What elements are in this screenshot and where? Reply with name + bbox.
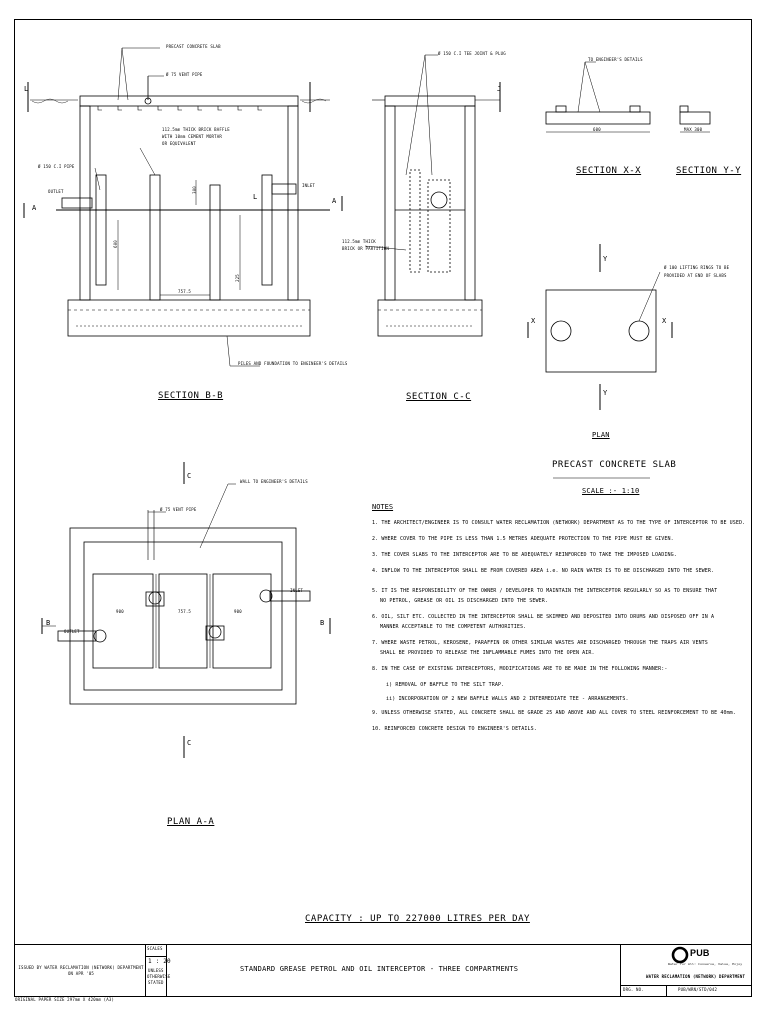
dim-plan-1: 900 bbox=[116, 609, 124, 614]
note-4: 4. INFLOW TO THE INTERCEPTOR SHALL BE FR… bbox=[372, 568, 715, 574]
note-6-cont: MANNER ACCEPTABLE TO THE COMPETENT AUTHO… bbox=[380, 624, 527, 630]
note-7-cont: SHALL BE PROVIDED TO RELEASE THE INFLAMM… bbox=[380, 650, 595, 656]
capacity-note: CAPACITY : UP TO 227000 LITRES PER DAY bbox=[305, 914, 530, 924]
mark-l-left: L bbox=[24, 85, 29, 93]
dim-757: 757.5 bbox=[178, 289, 192, 294]
mark-a-left: A bbox=[32, 204, 37, 212]
notes-block: NOTES 1. THE ARCHITECT/ENGINEER IS TO CO… bbox=[372, 503, 746, 742]
scales-note-3: STATED bbox=[148, 980, 164, 985]
mark-x-left: X bbox=[531, 317, 536, 325]
label-inlet-bb: INLET bbox=[302, 183, 316, 188]
label-brick-2: BRICK OR PARTITION bbox=[342, 246, 389, 251]
note-1: 1. THE ARCHITECT/ENGINEER IS TO CONSULT … bbox=[372, 520, 746, 526]
mark-x-right: X bbox=[662, 317, 667, 325]
section-xx-yy-drawing bbox=[545, 61, 711, 133]
dim-600: 600 bbox=[112, 240, 118, 248]
notes-heading: NOTES bbox=[372, 503, 394, 511]
section-bb-title: SECTION B-B bbox=[158, 391, 224, 401]
paper-size-footer: ORIGINAL PAPER SIZE 297mm X 420mm (A3) bbox=[15, 997, 115, 1002]
slab-plan-label: PLAN bbox=[592, 431, 610, 439]
label-baffle-3: OR EQUIVALENT bbox=[162, 141, 196, 146]
pub-logo-text: PUB bbox=[690, 948, 710, 958]
pub-logo-tagline: Water for All: Conserve, Value, Enjoy bbox=[668, 962, 743, 966]
note-6: 6. OIL, SILT ETC. COLLECTED IN THE INTER… bbox=[372, 614, 715, 620]
scales-note-2: OTHERWISE bbox=[147, 974, 171, 979]
mark-j: J bbox=[497, 85, 502, 93]
dim-225: 225 bbox=[234, 274, 240, 282]
note-5: 5. IT IS THE RESPONSIBILITY OF THE OWNER… bbox=[372, 588, 718, 594]
scales-value: 1 : 20 bbox=[148, 958, 171, 965]
department-name: WATER RECLAMATION (NETWORK) DEPARTMENT bbox=[646, 974, 746, 979]
slab-plan-drawing bbox=[527, 244, 673, 479]
issued-line-1: ISSUED BY WATER RECLAMATION (NETWORK) DE… bbox=[18, 965, 144, 970]
note-8-i: i) REMOVAL OF BAFFLE TO THE SILT TRAP. bbox=[386, 682, 505, 688]
mark-b-right: B bbox=[320, 619, 325, 627]
section-xx-title: SECTION X-X bbox=[576, 166, 642, 176]
mark-b-left: B bbox=[46, 619, 51, 627]
drg-no-value: PUB/WRN/STD/042 bbox=[678, 987, 718, 992]
plan-aa-title: PLAN A-A bbox=[167, 817, 215, 827]
section-cc-drawing bbox=[364, 54, 501, 337]
mark-y-top: Y bbox=[603, 255, 608, 263]
scales-label: SCALES bbox=[147, 946, 163, 951]
label-piles: PILES AND FOUNDATION TO ENGINEER'S DETAI… bbox=[238, 361, 348, 366]
label-lifting-2: PROVIDED AT END OF SLABS bbox=[664, 273, 727, 278]
label-baffle-2: WITH 10mm CEMENT MORTAR bbox=[162, 134, 222, 139]
slab-plan-title: PRECAST CONCRETE SLAB bbox=[552, 460, 677, 470]
section-cc-title: SECTION C-C bbox=[406, 392, 472, 402]
note-7: 7. WHERE WASTE PETROL, KEROSENE, PARAFFI… bbox=[372, 640, 708, 646]
plan-aa-drawing bbox=[41, 462, 331, 758]
note-2: 2. WHERE COVER TO THE PIPE IS LESS THAN … bbox=[372, 536, 674, 542]
note-5-cont: NO PETROL, GREASE OR OIL IS DISCHARGED I… bbox=[380, 598, 548, 604]
section-bb-drawing bbox=[23, 47, 343, 367]
label-wall: WALL TO ENGINEER'S DETAILS bbox=[240, 479, 308, 484]
drg-no-label: DRG. NO. bbox=[623, 987, 644, 992]
label-vent-pipe-plan: Ø 75 VENT PIPE bbox=[160, 507, 197, 512]
label-outlet-plan: OUTLET bbox=[64, 629, 80, 634]
note-9: 9. UNLESS OTHERWISE STATED, ALL CONCRETE… bbox=[372, 710, 736, 716]
slab-plan-scale: SCALE :- 1:10 bbox=[582, 487, 640, 495]
scales-note-1: UNLESS bbox=[148, 968, 164, 973]
label-ci-pipe: Ø 150 C.I PIPE bbox=[38, 164, 75, 169]
dim-plan-2: 757.5 bbox=[178, 609, 192, 614]
issued-by: ISSUED BY WATER RECLAMATION (NETWORK) DE… bbox=[18, 965, 144, 977]
dim-300: 300 bbox=[191, 186, 197, 194]
label-lifting-1: Ø 100 LIFTING RINGS TO BE bbox=[664, 265, 730, 270]
dim-yy: MAX 300 bbox=[684, 127, 703, 132]
mark-l-right: L bbox=[253, 193, 258, 201]
pub-logo-mark bbox=[671, 946, 689, 964]
label-precast-slab: PRECAST CONCRETE SLAB bbox=[166, 44, 221, 49]
label-brick-1: 112.5mm THICK bbox=[342, 239, 376, 244]
note-8: 8. IN THE CASE OF EXISTING INTERCEPTORS,… bbox=[372, 666, 668, 672]
label-inlet-plan: INLET bbox=[290, 588, 304, 593]
label-tee-joint: Ø 150 C.I TEE JOINT & PLUG bbox=[438, 51, 506, 56]
label-baffle-1: 112.5mm THICK BRICK BAFFLE bbox=[162, 127, 230, 132]
mark-a-right: A bbox=[332, 197, 337, 205]
note-3: 3. THE COVER SLABS TO THE INTERCEPTOR AR… bbox=[372, 552, 677, 558]
mark-y-bottom: Y bbox=[603, 389, 608, 397]
mark-c-bottom: C bbox=[187, 739, 192, 747]
section-yy-title: SECTION Y-Y bbox=[676, 166, 742, 176]
note-8-ii: ii) INCORPORATION OF 2 NEW BAFFLE WALLS … bbox=[386, 696, 629, 702]
label-vent-pipe: Ø 75 VENT PIPE bbox=[166, 72, 203, 77]
label-outlet-bb: OUTLET bbox=[48, 189, 64, 194]
dim-xx: 600 bbox=[593, 127, 601, 132]
dim-plan-3: 900 bbox=[234, 609, 242, 614]
mark-c-top: C bbox=[187, 472, 192, 480]
note-10: 10. REINFORCED CONCRETE DESIGN TO ENGINE… bbox=[372, 726, 537, 732]
issued-line-2: ON APR '05 bbox=[67, 971, 95, 976]
label-engineers-details: TO ENGINEER'S DETAILS bbox=[588, 57, 643, 62]
drawing-title: STANDARD GREASE PETROL AND OIL INTERCEPT… bbox=[240, 965, 519, 973]
